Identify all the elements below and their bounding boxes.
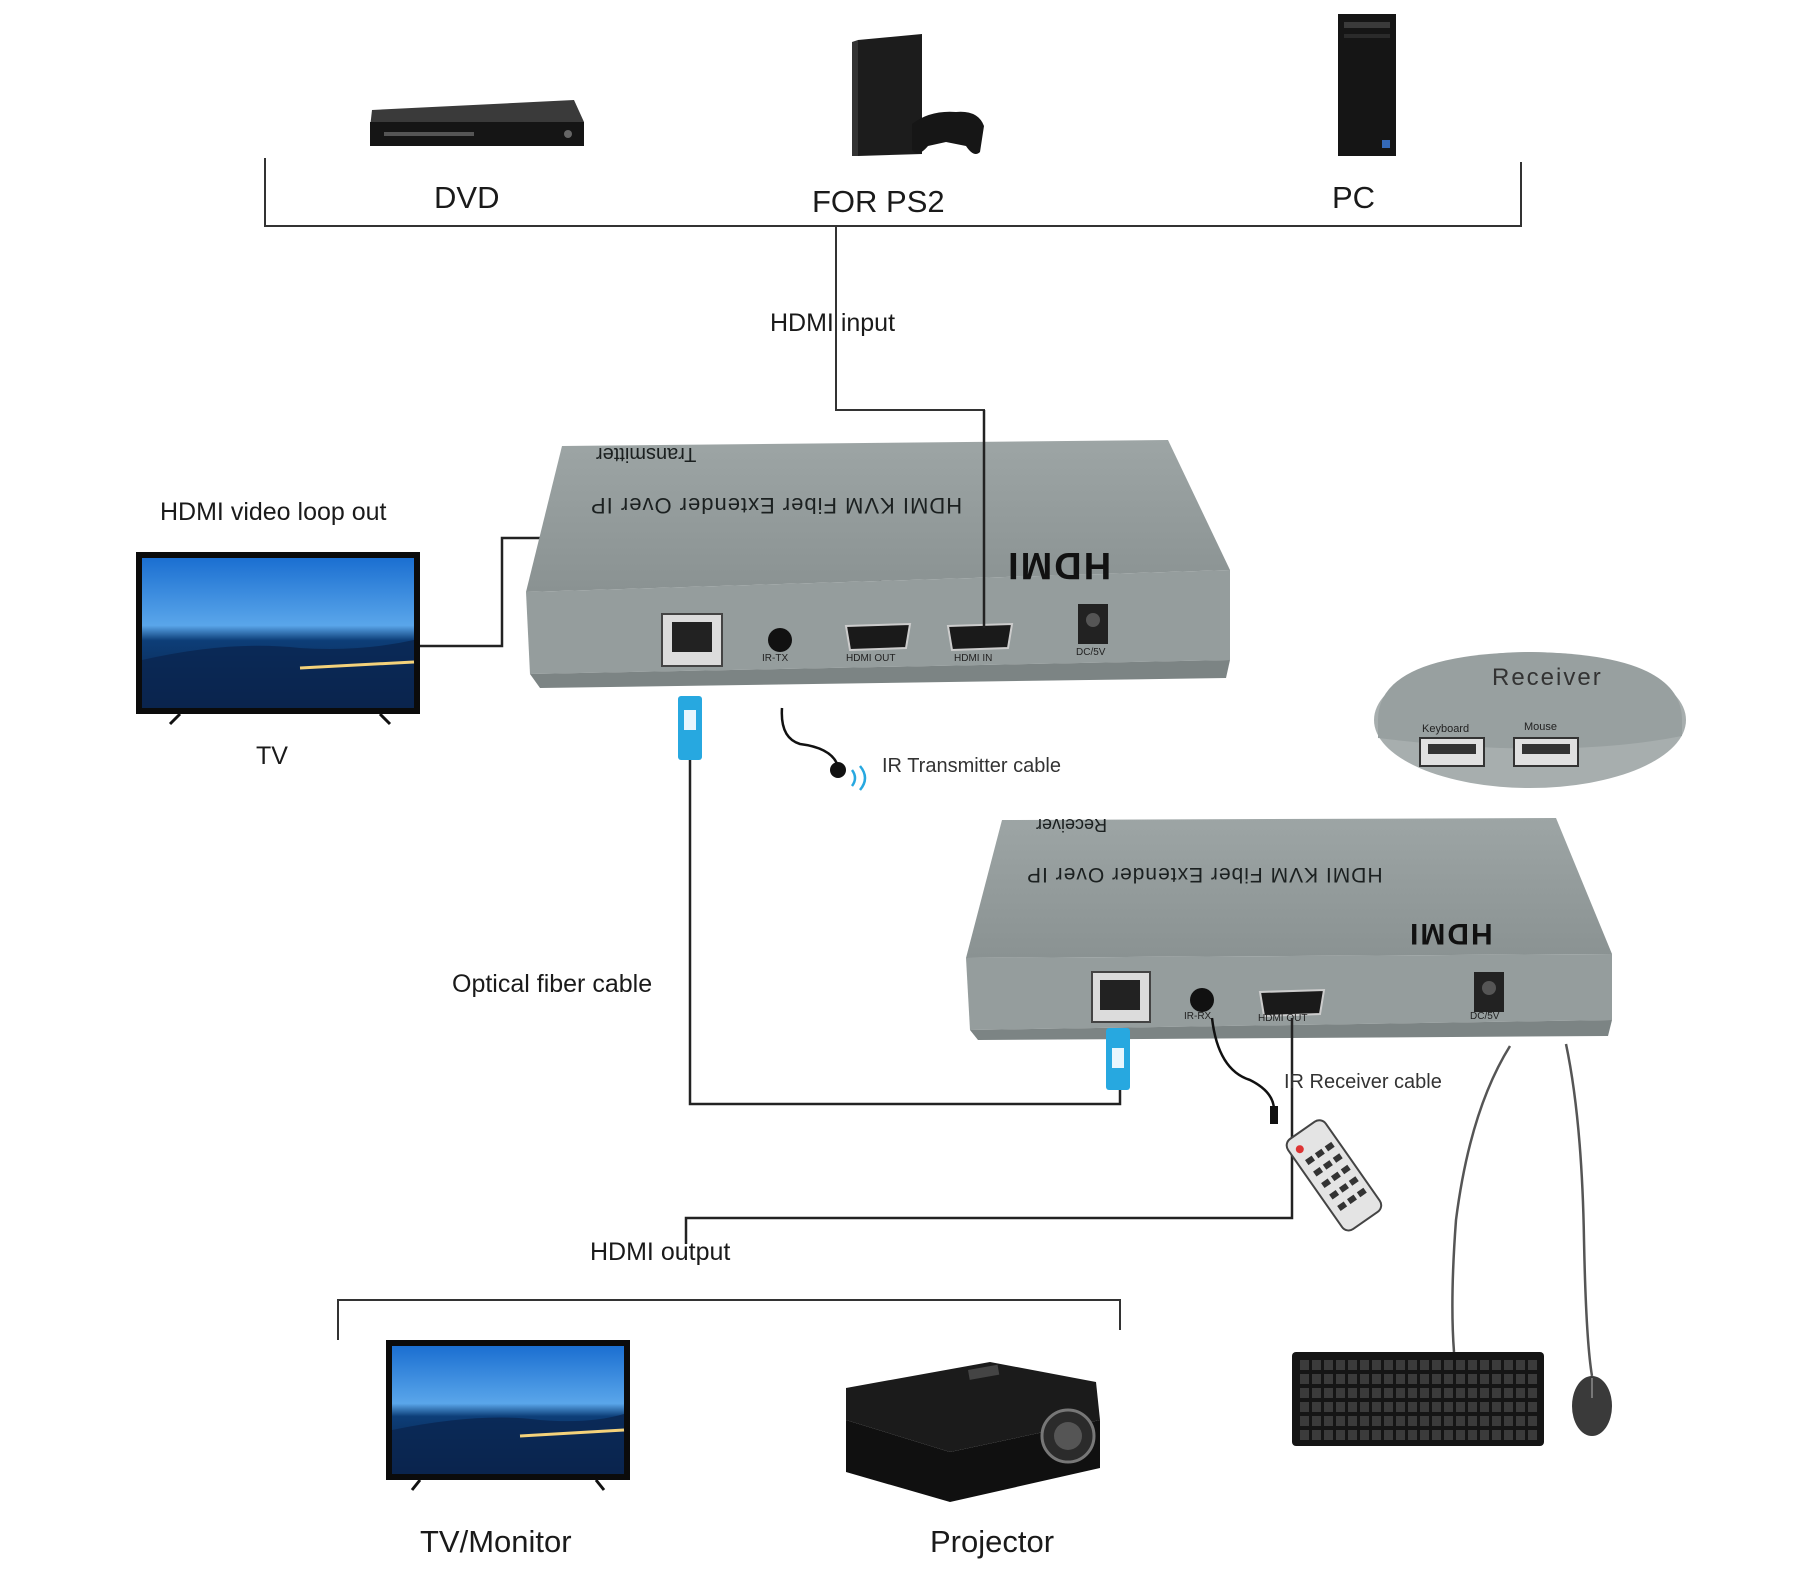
ir-receiver-cable-label: IR Receiver cable — [1284, 1071, 1442, 1093]
ps2-label: FOR PS2 — [812, 184, 945, 219]
rx-hdmi-out-port-label: HDMI OUT — [1258, 1013, 1308, 1024]
projector-label: Projector — [930, 1524, 1055, 1559]
tx-hdmi-out-port-label: HDMI OUT — [846, 653, 896, 664]
transmitter-side-label: Transmitter — [596, 443, 697, 465]
dvd-player-icon — [370, 100, 584, 146]
output-bracket — [337, 1299, 1121, 1340]
remote-control-icon — [1285, 1119, 1383, 1232]
tx-hdmi-in-port-label: HDMI IN — [954, 653, 993, 664]
ir-receiver-cable-icon — [1210, 1017, 1278, 1124]
transmitter-title: HDMI KVM Fiber Extender Over IP — [590, 493, 963, 518]
receiver-inset — [1374, 652, 1686, 788]
pc-tower-icon — [1338, 14, 1396, 156]
receiver-hdmi-logo: HDMI — [1408, 917, 1493, 950]
monitor-icon — [386, 1340, 630, 1491]
receiver-inset-title: Receiver — [1492, 664, 1603, 691]
optical-fiber-cable-label: Optical fiber cable — [452, 970, 653, 998]
ir-transmitter-cable-label: IR Transmitter cable — [882, 755, 1061, 777]
receiver-title: HDMI KVM Fiber Extender Over IP — [1026, 863, 1383, 886]
mouse-icon — [1572, 1376, 1612, 1436]
receiver-device — [966, 818, 1612, 1040]
game-console-icon — [852, 34, 984, 156]
tv-monitor-label: TV/Monitor — [420, 1524, 572, 1559]
tv-icon — [136, 552, 420, 726]
fiber-connector-bottom-icon — [1106, 1028, 1130, 1090]
tx-irtx-port-label: IR-TX — [762, 653, 789, 664]
receiver-side-label: Receiver — [1036, 815, 1108, 835]
receiver-inset-keyboard-label: Keyboard — [1422, 723, 1470, 735]
transmitter-device — [526, 440, 1230, 688]
hdmi-output-line — [684, 1018, 1294, 1244]
pc-label: PC — [1332, 180, 1376, 215]
ir-transmitter-cable-icon — [780, 707, 867, 791]
keyboard-cable — [1451, 1045, 1512, 1353]
hdmi-output-label: HDMI output — [590, 1238, 731, 1266]
projector-icon — [846, 1362, 1100, 1502]
transmitter-hdmi-logo: HDMI — [1006, 544, 1112, 586]
mouse-cable — [1564, 1043, 1594, 1377]
rx-dc-port-label: DC/5V — [1470, 1011, 1500, 1022]
fiber-connector-top-icon — [678, 696, 702, 760]
rx-irrx-port-label: IR-RX — [1184, 1011, 1212, 1022]
tx-dc-port-label: DC/5V — [1076, 647, 1106, 658]
hdmi-loop-out-label: HDMI video loop out — [160, 498, 387, 526]
tv-label: TV — [256, 742, 288, 770]
dvd-label: DVD — [434, 180, 500, 215]
receiver-inset-mouse-label: Mouse — [1524, 721, 1558, 733]
keyboard-icon — [1292, 1352, 1544, 1446]
hdmi-input-label: HDMI input — [770, 309, 896, 337]
